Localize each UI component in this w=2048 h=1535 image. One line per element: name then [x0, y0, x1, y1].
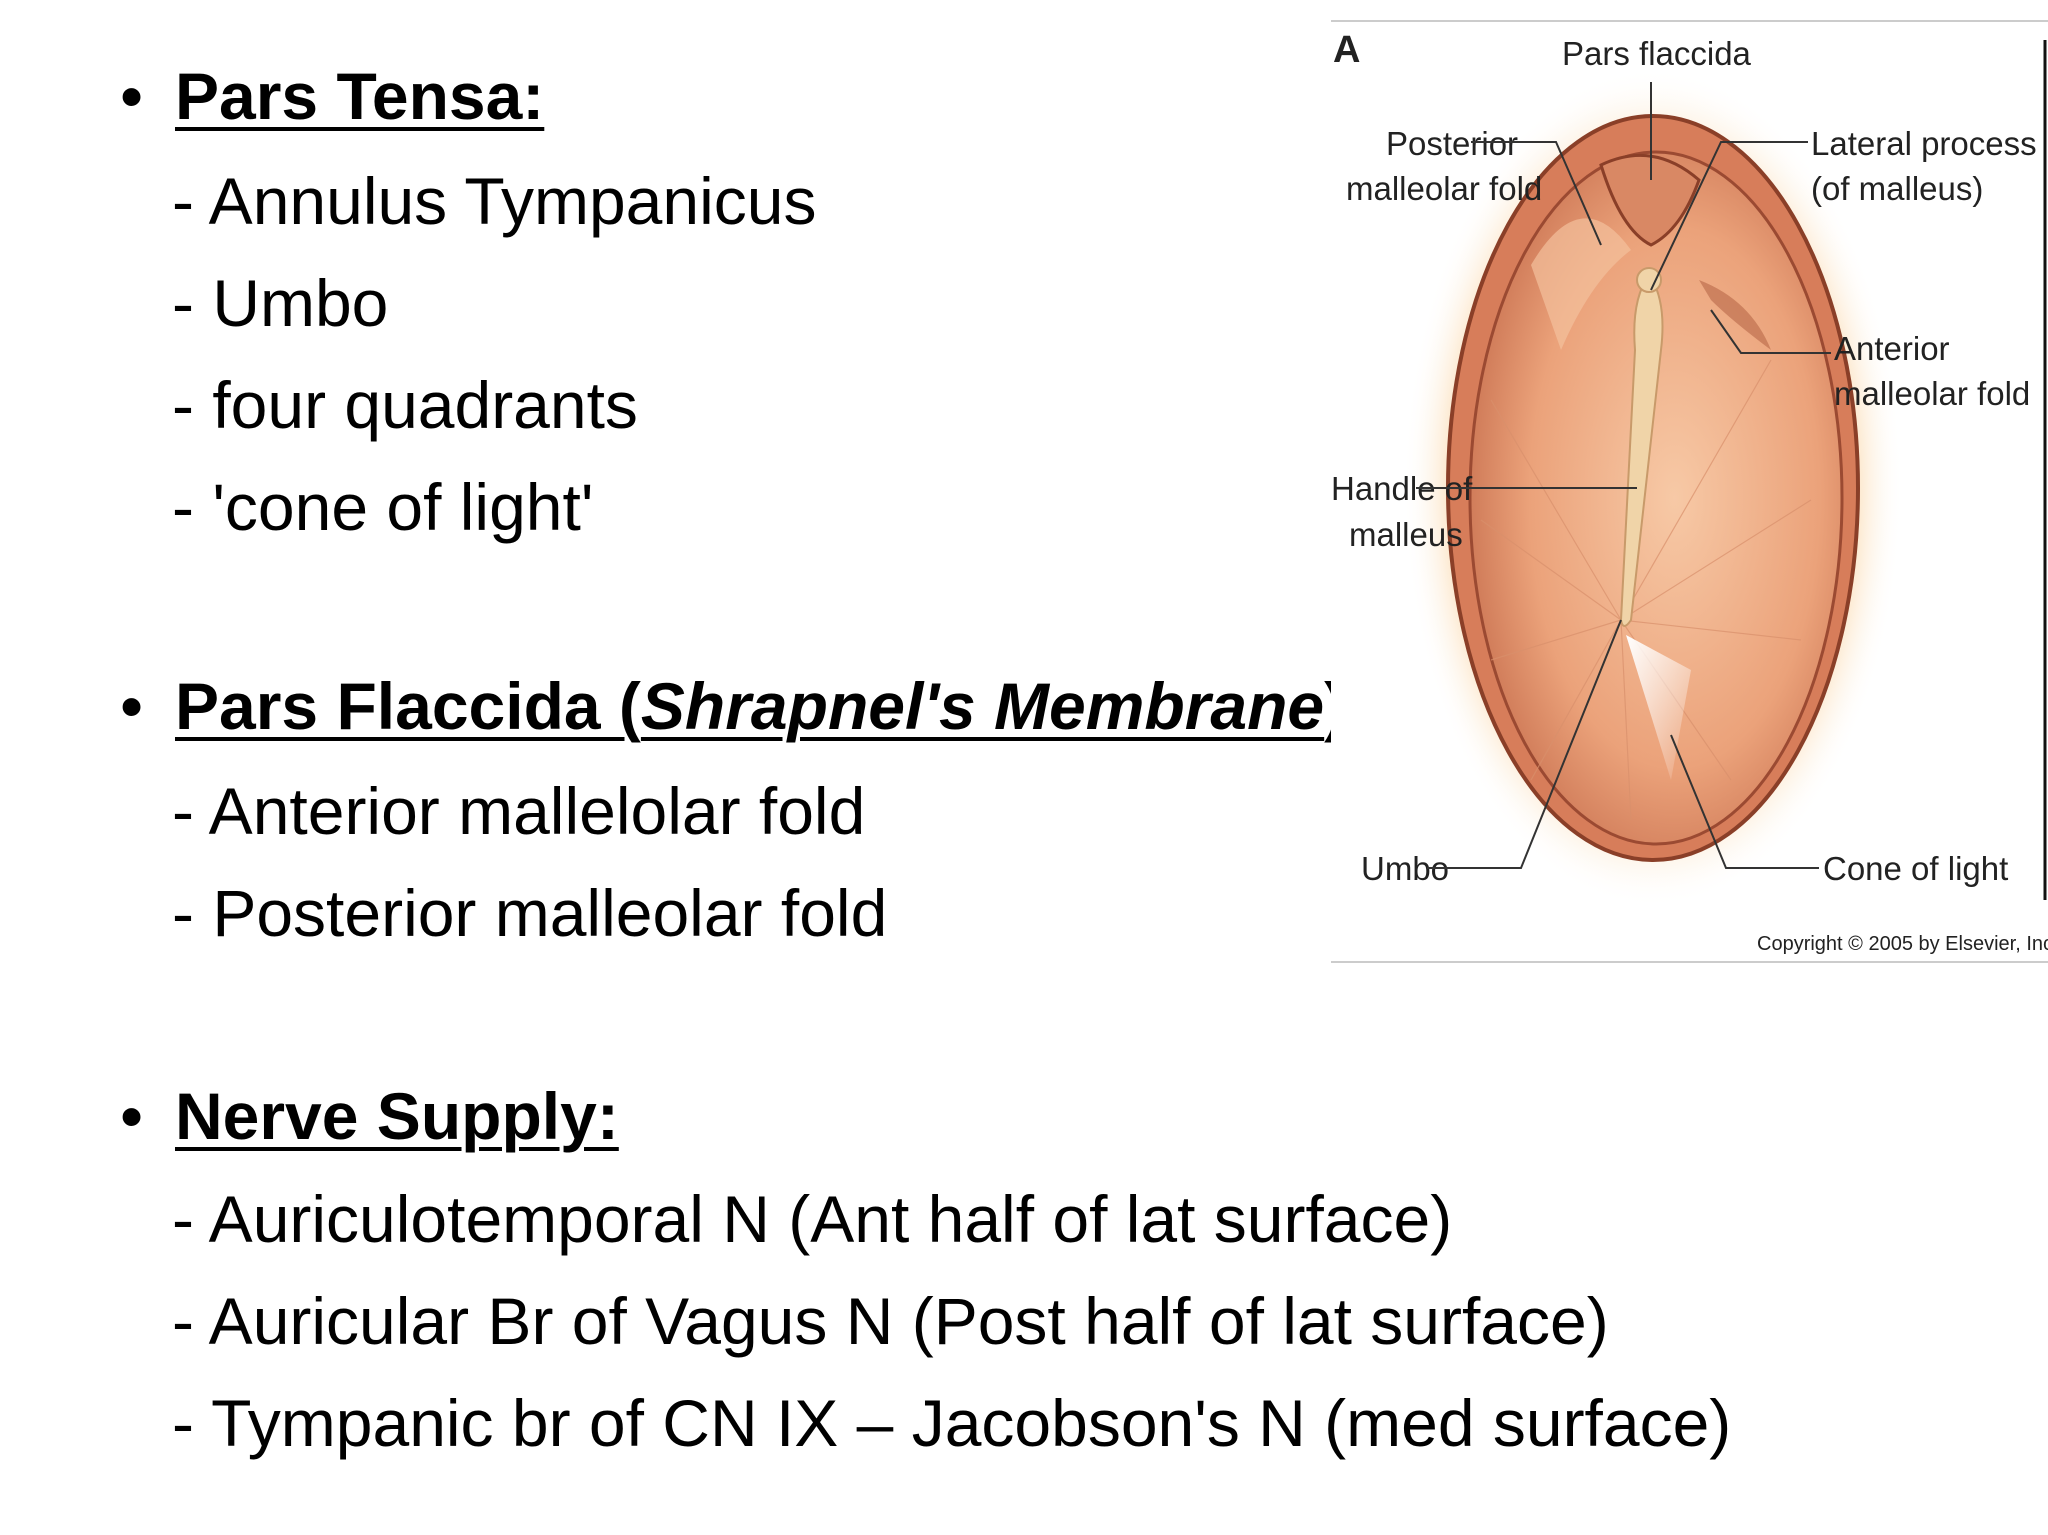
pars-flaccida-area — [1599, 153, 1701, 247]
bullet-symbol: • — [120, 59, 144, 133]
bullet-pars-flaccida: • Pars Flaccida (Shrapnel's Membrane): — [120, 668, 1368, 744]
list-item: - Auriculotemporal N (Ant half of lat su… — [172, 1182, 1453, 1256]
heading-prefix: Pars Flaccida ( — [175, 669, 641, 743]
list-item: - Umbo — [172, 266, 389, 340]
list-item: - 'cone of light' — [172, 470, 594, 544]
label-lateral-process-1: Lateral process — [1811, 125, 2037, 162]
lateral-process — [1636, 267, 1662, 293]
bullet-pars-tensa: • Pars Tensa: — [120, 58, 544, 134]
heading-pars-tensa: Pars Tensa: — [175, 59, 545, 133]
bullet-nerve-supply: • Nerve Supply: — [120, 1078, 619, 1154]
figure-copyright: Copyright © 2005 by Elsevier, Inc. — [1757, 933, 2048, 955]
label-lateral-process-2: (of malleus) — [1811, 170, 1983, 207]
radial-fibers — [1480, 359, 1812, 821]
heading-italic: Shrapnel's Membrane — [640, 669, 1325, 743]
tympanic-membrane-diagram: A Pars flaccida Posterior malleolar fold… — [1331, 20, 2048, 963]
label-cone-of-light: Cone of light — [1823, 850, 2008, 887]
label-pars-flaccida: Pars flaccida — [1562, 35, 1752, 72]
label-handle-2: malleus — [1349, 516, 1463, 553]
tympanic-membrane-figure: A Pars flaccida Posterior malleolar fold… — [1331, 20, 2048, 963]
bullet-symbol: • — [120, 669, 144, 743]
heading-pars-flaccida: Pars Flaccida (Shrapnel's Membrane): — [175, 668, 1368, 744]
list-item: - Auricular Br of Vagus N (Post half of … — [172, 1284, 1609, 1358]
bullet-symbol: • — [120, 1079, 144, 1153]
list-item: - four quadrants — [172, 368, 638, 442]
pars-tensa-area — [1468, 150, 1844, 846]
panel-letter: A — [1333, 29, 1360, 71]
list-item: - Anterior mallelolar fold — [172, 774, 866, 848]
list-item: - Annulus Tympanicus — [172, 164, 817, 238]
heading-nerve-supply: Nerve Supply: — [175, 1079, 619, 1153]
list-item: - Posterior malleolar fold — [172, 876, 888, 950]
label-posterior-fold-1: Posterior — [1386, 125, 1518, 162]
label-anterior-fold-1: Anterior — [1834, 330, 1950, 367]
label-anterior-fold-2: malleolar fold — [1834, 375, 2030, 412]
malleus-handle — [1619, 273, 1664, 627]
list-item: - Tympanic br of CN IX – Jacobson's N (m… — [172, 1386, 1732, 1460]
label-posterior-fold-2: malleolar fold — [1346, 170, 1542, 207]
